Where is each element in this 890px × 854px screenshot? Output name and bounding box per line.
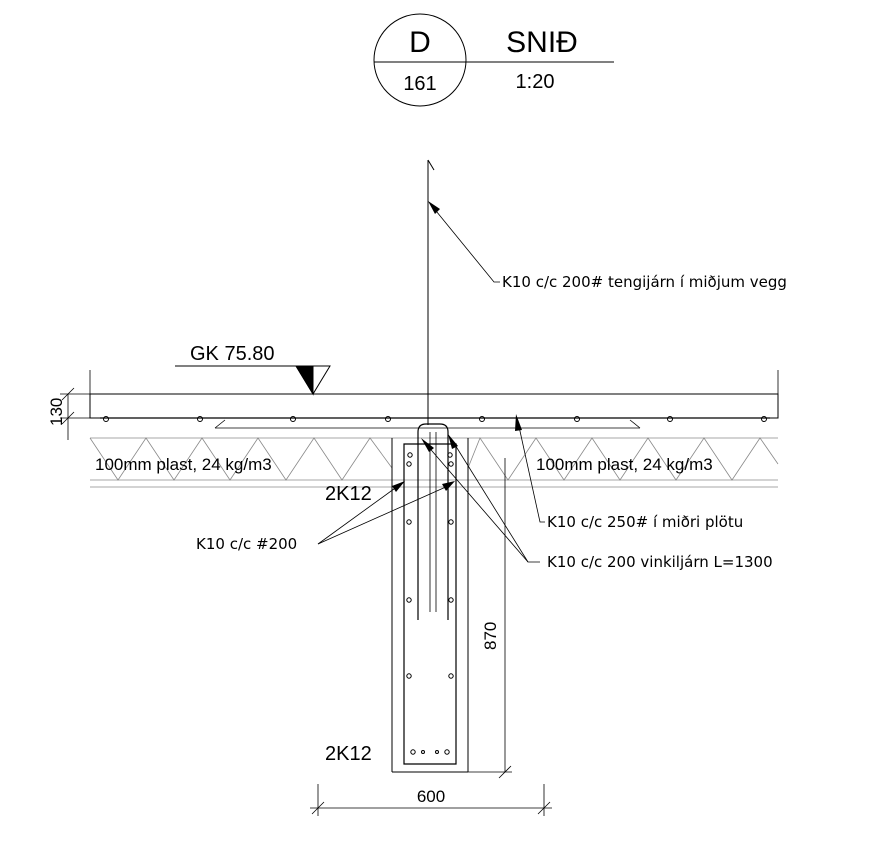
detail-id: D bbox=[409, 26, 431, 59]
dim-beam-width-text: 600 bbox=[417, 787, 445, 806]
dim-slab-thickness-text: 130 bbox=[47, 398, 66, 426]
level-label: GK 75.80 bbox=[190, 343, 275, 365]
beam-bottom-bar-1 bbox=[410, 749, 416, 755]
slab-bar-2 bbox=[197, 416, 203, 422]
sheet-number: 161 bbox=[403, 73, 436, 95]
dim-beam-width: 600 bbox=[310, 784, 552, 816]
beam-bottom-bar-2 bbox=[444, 749, 450, 755]
beam-top-bar-1 bbox=[407, 452, 413, 458]
slab-bar-8 bbox=[761, 416, 767, 422]
level-marker: GK 75.80 bbox=[175, 343, 331, 396]
slab-mid-rebar-end-right bbox=[629, 419, 641, 429]
slab-bar-1 bbox=[103, 416, 109, 422]
insulation-zigzag-right bbox=[467, 437, 779, 481]
dim-slab-thickness: 130 bbox=[47, 387, 90, 440]
slab-mid-rebar-end-left bbox=[214, 419, 226, 429]
beam-side-bar-3 bbox=[406, 597, 412, 603]
slab-bar-5 bbox=[479, 416, 485, 422]
section-title: SNIÐ bbox=[506, 26, 578, 59]
annotation-slab-mid: K10 c/c 250# í miðri plötu bbox=[515, 414, 743, 531]
leader-stirrups-2 bbox=[317, 485, 449, 545]
insulation-zigzag-left bbox=[89, 437, 393, 481]
note-slab-mid: K10 c/c 250# í miðri plötu bbox=[547, 513, 743, 531]
level-triangle-fill bbox=[295, 365, 314, 396]
beam-side-bar-5 bbox=[448, 461, 454, 467]
leader-slab-mid bbox=[517, 421, 545, 523]
leader-stirrups-arrow-2 bbox=[442, 481, 455, 491]
slab bbox=[89, 370, 779, 429]
leader-wall-dowels bbox=[431, 205, 500, 283]
leader-stirrups-arrow-1 bbox=[392, 481, 405, 492]
wall-top-tick bbox=[427, 159, 435, 171]
insulation-label-right: 100mm plast, 24 kg/m3 bbox=[536, 455, 713, 474]
detail-circle bbox=[373, 13, 467, 107]
beam-bottom-bar-3 bbox=[435, 750, 439, 754]
beam-side-bar-6 bbox=[448, 519, 454, 525]
wall-dowel bbox=[427, 159, 435, 425]
annotation-stirrups: K10 c/c #200 bbox=[196, 481, 455, 553]
leader-angle-bars-arrow-1 bbox=[421, 438, 434, 452]
angle-bar-u bbox=[417, 423, 449, 620]
slab-bar-3 bbox=[290, 416, 296, 422]
insulation-layer: 100mm plast, 24 kg/m3 100mm plast, 24 kg… bbox=[89, 437, 779, 488]
dim-beam-depth-tick-bottom bbox=[498, 765, 512, 779]
annotation-angle-bars: K10 c/c 200 vinkiljárn L=1300 bbox=[421, 434, 773, 571]
insulation-label-left: 100mm plast, 24 kg/m3 bbox=[95, 455, 272, 474]
beam-bottom-bar-4 bbox=[421, 750, 425, 754]
leader-slab-mid-arrow bbox=[515, 414, 522, 431]
beam-side-bar-1 bbox=[406, 461, 412, 467]
rebar-label-top: 2K12 bbox=[325, 483, 372, 505]
leader-wall-dowels-arrow bbox=[428, 201, 440, 214]
dim-beam-depth: 870 bbox=[468, 458, 512, 779]
leader-stirrups-1 bbox=[317, 485, 399, 545]
slab-bar-4 bbox=[385, 416, 391, 422]
leader-angle-bars-2 bbox=[451, 439, 529, 563]
annotation-wall-dowels: K10 c/c 200# tengijárn í miðjum vegg bbox=[428, 201, 787, 291]
note-wall-dowels: K10 c/c 200# tengijárn í miðjum vegg bbox=[502, 273, 787, 291]
beam-top-bar-2 bbox=[447, 452, 453, 458]
label-top-bars: 2K12 bbox=[325, 483, 372, 505]
dim-beam-width-tick-left bbox=[311, 801, 325, 815]
beam-side-bar-8 bbox=[448, 673, 454, 679]
dim-beam-depth-text: 870 bbox=[481, 622, 500, 650]
beam-side-bar-4 bbox=[406, 673, 412, 679]
dim-beam-width-tick-right bbox=[537, 801, 551, 815]
note-stirrups: K10 c/c #200 bbox=[196, 535, 297, 553]
beam bbox=[391, 423, 469, 773]
leader-angle-bars-1 bbox=[425, 443, 540, 563]
slab-outline bbox=[89, 393, 779, 419]
drawing-scale: 1:20 bbox=[516, 71, 555, 93]
rebar-label-bottom: 2K12 bbox=[325, 743, 372, 765]
beam-side-bar-7 bbox=[448, 597, 454, 603]
note-angle-bars: K10 c/c 200 vinkiljárn L=1300 bbox=[547, 553, 773, 571]
leader-angle-bars-arrow-2 bbox=[448, 434, 458, 449]
slab-bar-7 bbox=[667, 416, 673, 422]
slab-bar-6 bbox=[574, 416, 580, 422]
beam-side-bar-2 bbox=[406, 519, 412, 525]
title-block: D 161 SNIÐ 1:20 bbox=[373, 13, 614, 107]
label-bottom-bars: 2K12 bbox=[325, 743, 372, 765]
